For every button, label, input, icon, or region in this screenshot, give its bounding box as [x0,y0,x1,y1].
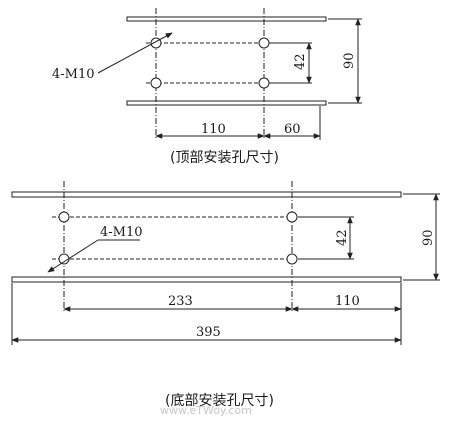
top-caption: (顶部安装孔尺寸) [170,150,279,166]
bottom-plate-upper [11,191,402,198]
top-plate-upper [126,16,327,22]
bottom-dim-110: 110 [335,294,360,309]
top-view [97,8,362,140]
bottom-hole-4 [286,253,298,265]
bottom-plate-lower [11,276,402,283]
bottom-hole-label: 4-M10 [100,225,143,240]
bottom-dim-90: 90 [421,229,436,246]
bottom-view [11,181,440,345]
top-dim-90: 90 [342,52,357,69]
bottom-hole-leader [47,239,99,273]
bottom-caption: (底部安装孔尺寸) [165,393,274,409]
bottom-hole-2 [286,211,298,223]
top-dim-110: 110 [201,122,226,137]
bottom-dim-42: 42 [335,229,350,246]
top-dim-60: 60 [284,122,301,137]
top-hole-leader [97,32,173,74]
top-hole-4 [258,77,270,89]
bottom-dim-395: 395 [196,325,221,340]
top-hole-2 [258,37,270,49]
top-hole-3 [150,77,162,89]
bottom-hole-1 [58,211,70,223]
top-plate-lower [126,100,327,106]
top-dim-42: 42 [293,53,308,70]
bottom-dim-233: 233 [168,294,193,309]
top-hole-label: 4-M10 [52,67,95,82]
watermark: www.eTWoy.com [160,404,252,417]
